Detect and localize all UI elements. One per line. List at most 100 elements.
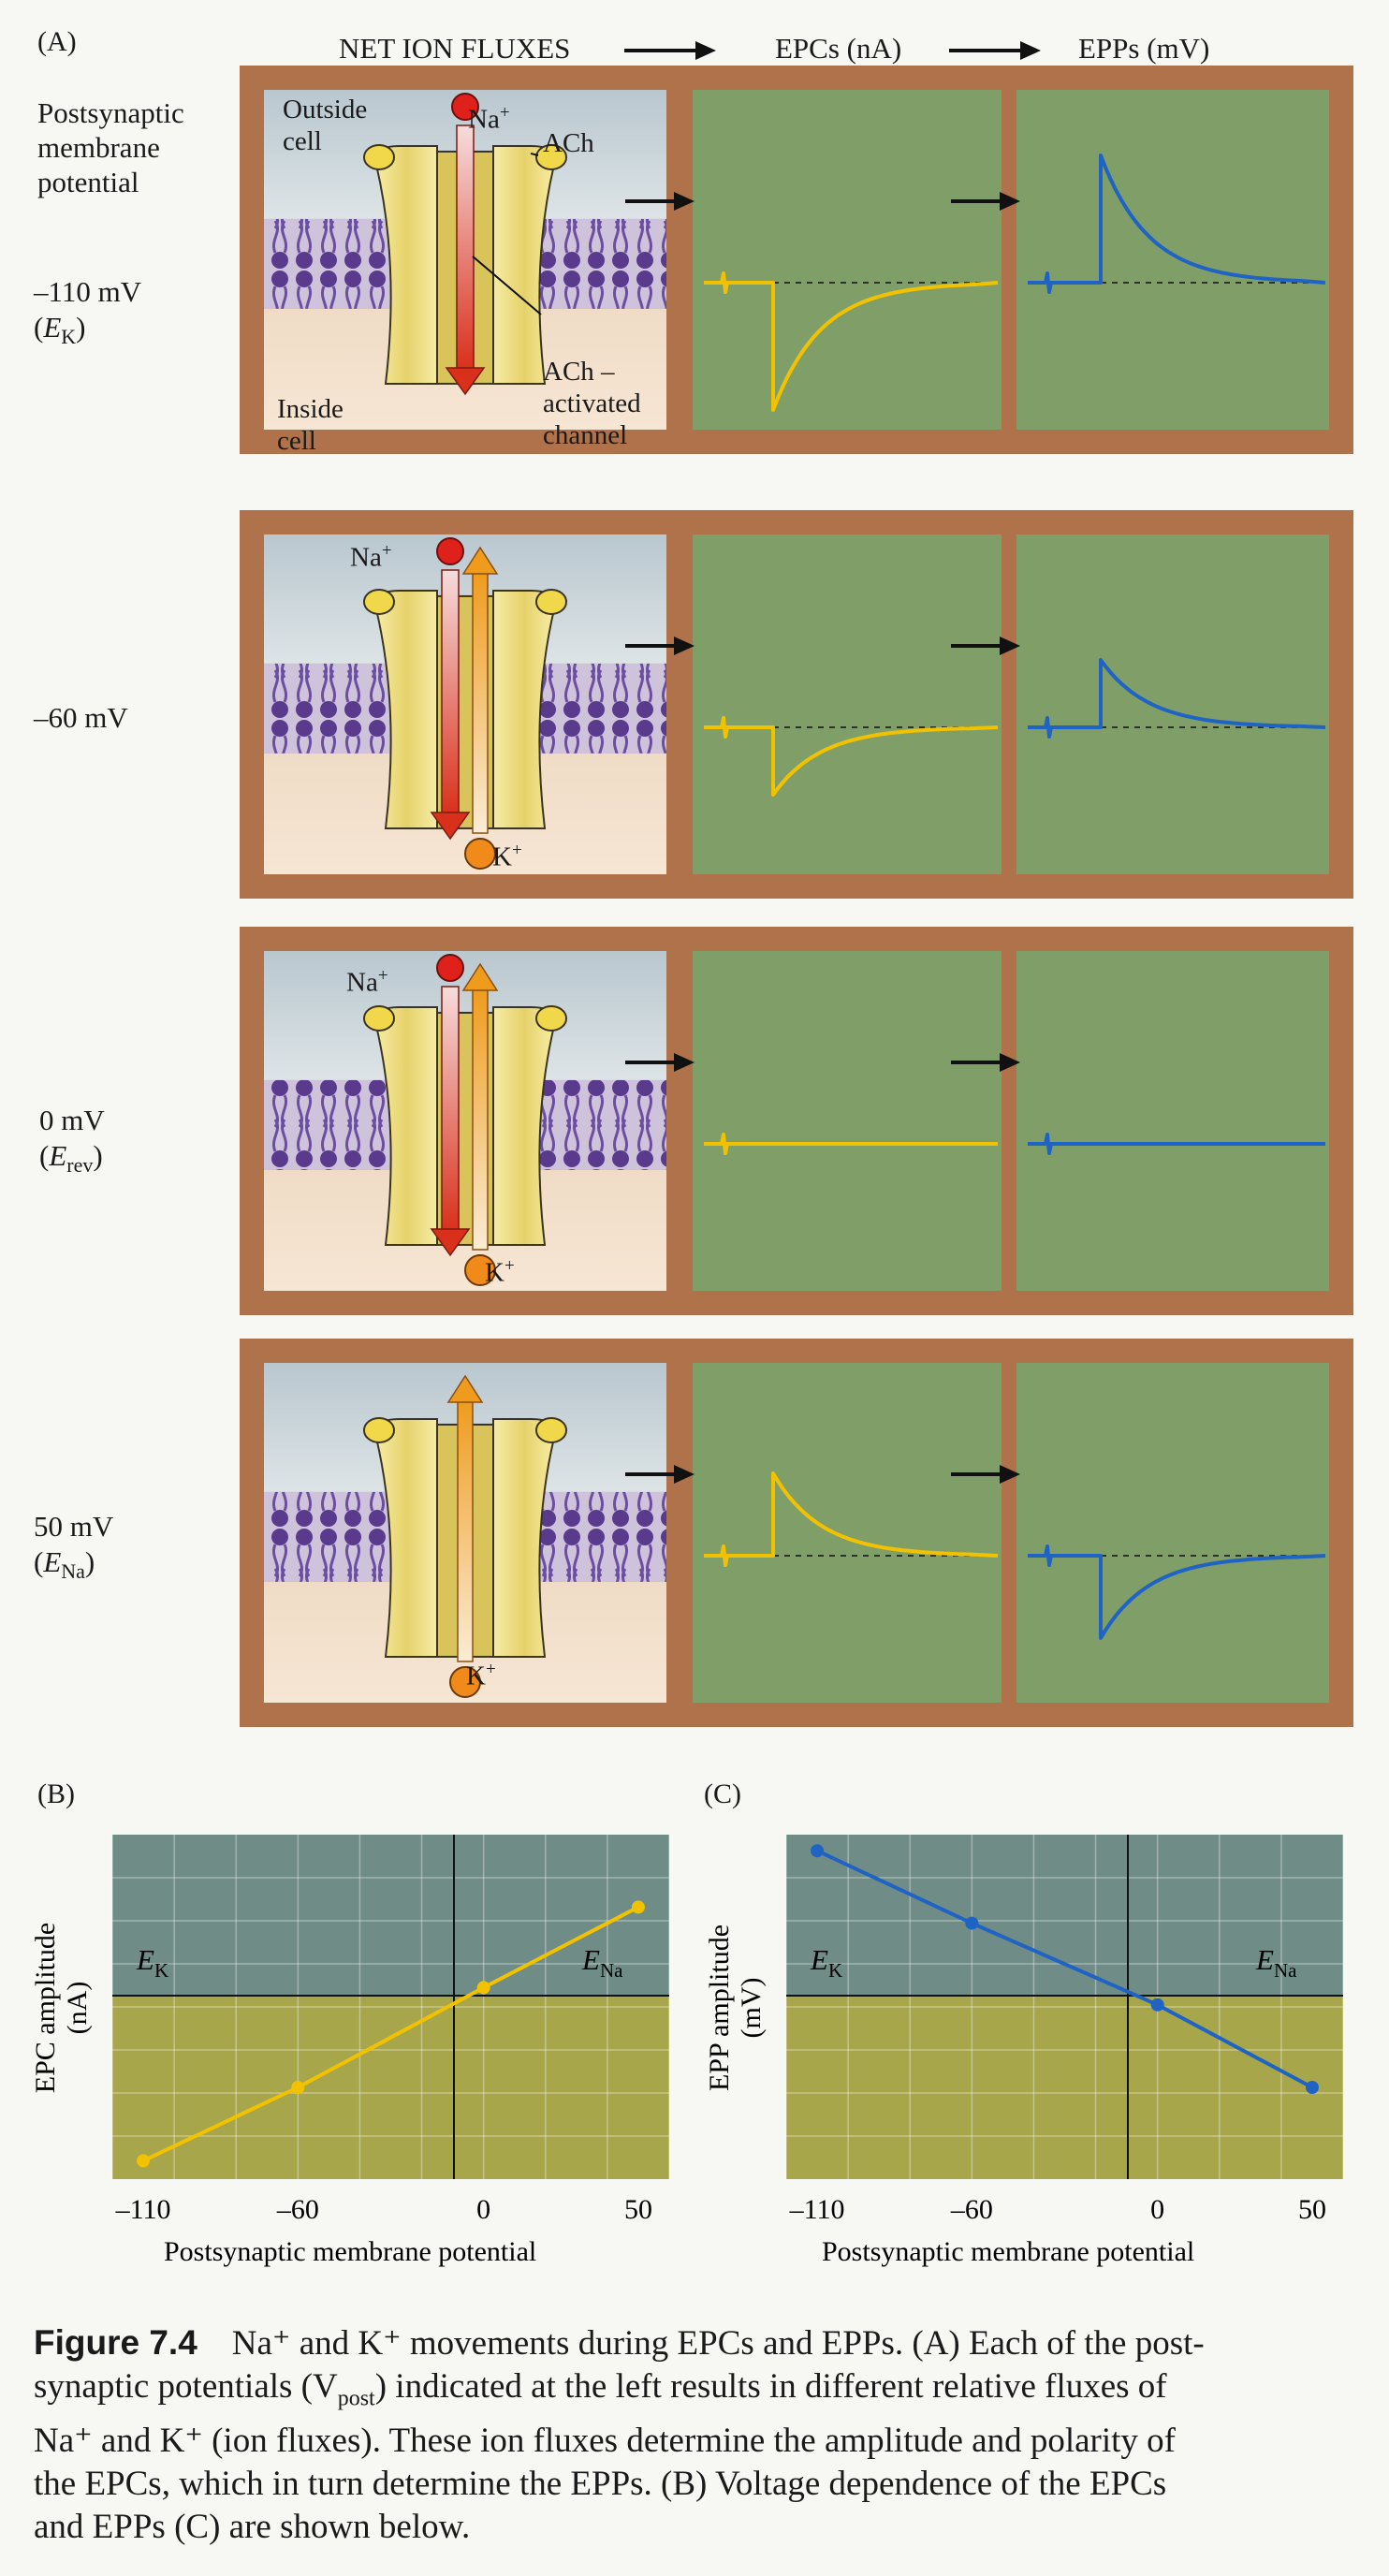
chart-b-ylabel-1: EPC amplitude xyxy=(30,1923,61,2094)
row-header-line-3: potential xyxy=(37,166,139,198)
header-epps: EPPs (mV) xyxy=(1078,32,1210,65)
series-line xyxy=(142,1905,639,2163)
na-label-row-1: Na+ xyxy=(468,103,510,136)
x-tick-label: –110 xyxy=(115,2194,171,2225)
k-label-row-4: K+ xyxy=(466,1660,496,1692)
row-4 xyxy=(240,1339,1353,1727)
epp-panel-3 xyxy=(1016,951,1329,1291)
row-eq-main-4: E xyxy=(43,1545,62,1578)
outside-cell-line-1: Outside xyxy=(283,95,368,124)
chart-b-series xyxy=(137,1900,645,2168)
outside-cell-label: Outside cell xyxy=(283,94,367,157)
epp-panel-2 xyxy=(1016,534,1329,874)
figure-caption: Figure 7.4 Na⁺ and K⁺ movements during E… xyxy=(34,2321,1363,2549)
ach-molecule-left-3 xyxy=(363,1004,395,1032)
chart-c-ylabel-2: (mV) xyxy=(736,1978,767,2039)
stim-arrow-head-4-2 xyxy=(1000,1465,1020,1484)
row-potential-2: –60 mV xyxy=(34,701,128,734)
ach-molecule-right-1 xyxy=(535,143,567,170)
stim-arrow-head-3-1 xyxy=(674,1053,694,1072)
header-arrow-2 xyxy=(949,41,1041,60)
caption-line-3: Na⁺ and K⁺ (ion fluxes). These ion fluxe… xyxy=(34,2422,1176,2461)
k-text-2: K xyxy=(492,842,512,872)
caption-line-5: and EPPs (C) are shown below. xyxy=(34,2508,471,2547)
na-arrow-shaft-3 xyxy=(441,986,460,1232)
chart-b-grid xyxy=(111,1835,670,2179)
na-arrow-shaft-1 xyxy=(456,124,475,371)
na-label-row-2: Na+ xyxy=(350,541,392,574)
k-arrow-head-2 xyxy=(461,546,499,575)
row-label-1: –110 mV (EK) xyxy=(34,274,141,355)
na-label-row-3: Na+ xyxy=(346,966,388,999)
ach-channel-label: ACh – activated channel xyxy=(543,356,641,451)
k-charge-3: + xyxy=(504,1256,515,1276)
data-point xyxy=(631,1900,645,1914)
row-potential-1: –110 mV xyxy=(34,275,142,308)
ach-molecule-right-3 xyxy=(535,1004,567,1032)
row-header: Postsynaptic membrane potential xyxy=(37,95,184,199)
k-arrow-shaft-4 xyxy=(457,1398,474,1662)
row-potential-4: 50 mV xyxy=(34,1510,114,1543)
caption-vpost-sub: post xyxy=(337,2386,375,2411)
na-ion-1 xyxy=(451,93,479,121)
row-eq-main-1: E xyxy=(43,311,62,344)
epc-panel-4 xyxy=(693,1363,1002,1703)
na-arrow-head-2 xyxy=(430,812,471,841)
ach-molecule-left-2 xyxy=(363,588,395,615)
data-point xyxy=(1305,2081,1319,2094)
chart-b-ylabel-2: (nA) xyxy=(62,1982,93,2035)
inside-cell-line-2: cell xyxy=(277,426,316,456)
inside-cell-label: Inside cell xyxy=(277,393,344,457)
ach-leader xyxy=(530,152,539,156)
panel-a-figure xyxy=(240,66,1353,1727)
data-point xyxy=(1150,1998,1164,2012)
k-ion-4 xyxy=(449,1666,481,1698)
caption-text-1: Na⁺ and K⁺ movements during EPCs and EPP… xyxy=(231,2324,1205,2363)
chart-c-bottom-bg xyxy=(786,1996,1343,2179)
na-charge-3: + xyxy=(377,966,388,986)
row-header-line-2: membrane xyxy=(37,131,160,164)
x-tick-label: –110 xyxy=(789,2194,845,2225)
series-line xyxy=(816,1849,1313,2089)
ach-channel-2 xyxy=(374,589,556,829)
chart-c-ylabel-1: EPP amplitude xyxy=(704,1925,735,2091)
chart-c-grid xyxy=(785,1835,1344,2179)
chart-c-ek: EK xyxy=(810,1943,842,1982)
ach-channel-line-3: channel xyxy=(543,420,628,450)
k-arrow-head-3 xyxy=(461,962,499,991)
ach-channel-line-2: activated xyxy=(543,388,641,418)
stim-arrow-head-2-2 xyxy=(1000,637,1020,655)
ach-molecule-left-4 xyxy=(363,1416,395,1443)
na-charge-2: + xyxy=(381,541,392,561)
caption-line-4: the EPCs, which in turn determine the EP… xyxy=(34,2465,1167,2504)
k-ion-2 xyxy=(464,838,496,870)
epc-trace-2 xyxy=(704,716,999,797)
k-label-row-2: K+ xyxy=(492,841,522,873)
na-arrow-head-1 xyxy=(445,367,486,396)
caption-line-1: Figure 7.4 Na⁺ and K⁺ movements during E… xyxy=(34,2321,1363,2365)
row-eq-sub-4: Na xyxy=(61,1559,85,1584)
panel-b-label: (B) xyxy=(37,1778,75,1809)
k-charge-4: + xyxy=(485,1660,496,1679)
chart-c-series xyxy=(811,1844,1319,2094)
stim-arrow-head-2-1 xyxy=(674,637,694,655)
epp-trace-3 xyxy=(1028,1133,1325,1155)
k-label-row-3: K+ xyxy=(485,1256,515,1289)
stim-arrow-head-4-1 xyxy=(674,1465,694,1484)
caption-line-2: synaptic potentials (Vpost) indicated at… xyxy=(34,2365,1363,2420)
k-arrow-shaft-2 xyxy=(472,569,489,834)
x-tick-label: 0 xyxy=(1150,2194,1164,2225)
epc-panel-1 xyxy=(693,90,1002,430)
data-point xyxy=(476,1981,490,1995)
na-ion-2 xyxy=(436,537,464,565)
data-point xyxy=(137,2154,151,2168)
outside-cell-line-2: cell xyxy=(283,126,322,156)
row-header-line-1: Postsynaptic xyxy=(37,96,184,129)
ach-channel-3 xyxy=(374,1005,556,1246)
x-tick-label: 0 xyxy=(476,2194,490,2225)
caption-text-2b: ) indicated at the left results in diffe… xyxy=(374,2367,1167,2406)
chart-c-ena: ENa xyxy=(1255,1943,1297,1982)
